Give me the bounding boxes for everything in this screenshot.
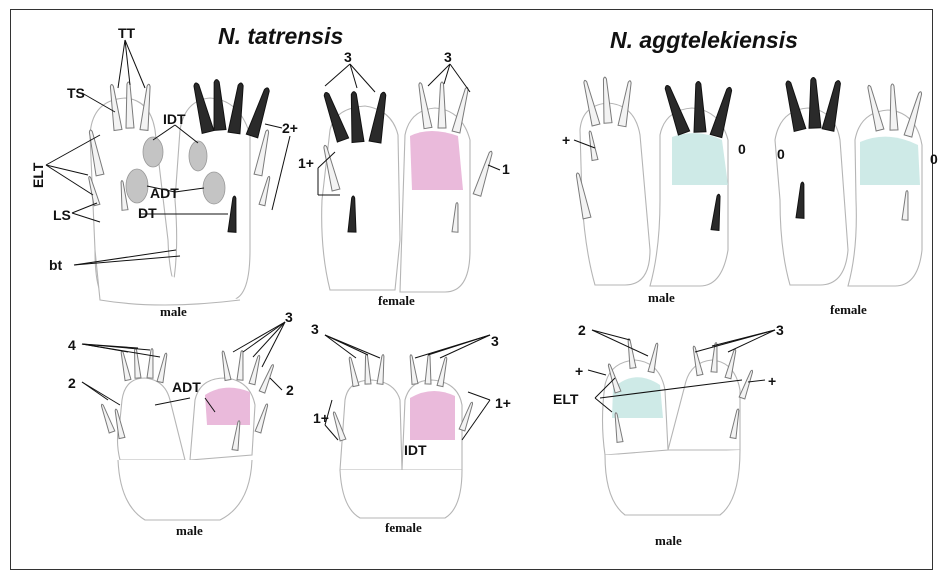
pink-highlight-female	[410, 131, 463, 190]
label-idt: IDT	[163, 111, 186, 127]
label-3-bottom-female-right: 3	[491, 333, 499, 349]
label-3-bottom-male: 3	[285, 309, 293, 325]
label-1plus-female: 1+	[298, 155, 314, 171]
label-0-agg-male: 0	[738, 141, 746, 157]
adt-area-right	[203, 172, 225, 204]
title-n-tatrensis: N. tatrensis	[218, 23, 343, 49]
label-2plus: 2+	[282, 120, 298, 136]
tatrensis-bottom-female-diagram: 3 3 1+ 1+ IDT female	[311, 321, 511, 535]
caption-agg-top-male: male	[648, 290, 675, 305]
label-4: 4	[68, 337, 76, 353]
label-adt: ADT	[150, 185, 179, 201]
label-0-agg-female-left: 0	[777, 146, 785, 162]
label-plus-agg-bottom-right: +	[768, 373, 776, 389]
tatrensis-top-male-diagram: TT TS IDT ADT DT LS bt 2+ ELT male	[30, 25, 298, 319]
label-0-agg-female-right: 0	[930, 151, 938, 167]
label-bt: bt	[49, 257, 63, 273]
caption-agg-top-female: female	[830, 302, 867, 317]
label-1plus-bottom-female-left: 1+	[313, 410, 329, 426]
adt-area-left	[126, 169, 148, 203]
label-dt: DT	[138, 205, 157, 221]
teal-highlight-agg-male	[672, 133, 728, 185]
label-idt-bottom: IDT	[404, 442, 427, 458]
tatrensis-top-female-diagram: 3 3 1+ 1 female	[298, 49, 510, 308]
label-2-agg-bottom: 2	[578, 322, 586, 338]
aggtelekiensis-top-female-diagram: 0 0 female	[775, 77, 938, 317]
pink-highlight-bottom-male	[205, 388, 250, 425]
label-1plus-bottom-female-right: 1+	[495, 395, 511, 411]
label-plus-agg-male: +	[562, 132, 570, 148]
pink-highlight-bottom-female	[410, 391, 455, 440]
label-plus-agg-bottom-left: +	[575, 363, 583, 379]
label-3-female-right: 3	[444, 49, 452, 65]
label-elt-agg-bottom: ELT	[553, 391, 579, 407]
label-ls: LS	[53, 207, 71, 223]
caption-agg-bottom-male: male	[655, 533, 682, 548]
label-2-bottom-male-right: 2	[286, 382, 294, 398]
label-3-agg-bottom: 3	[776, 322, 784, 338]
caption-tatrensis-bottom-female: female	[385, 520, 422, 535]
teal-highlight-agg-female	[860, 137, 920, 185]
idt-area-right	[189, 141, 207, 171]
title-n-aggtelekiensis: N. aggtelekiensis	[610, 27, 798, 53]
caption-tatrensis-bottom-male: male	[176, 523, 203, 538]
label-3-bottom-female-left: 3	[311, 321, 319, 337]
aggtelekiensis-bottom-male-diagram: 2 3 + ELT + male	[553, 322, 784, 548]
label-2-bottom-male-left: 2	[68, 375, 76, 391]
caption-tatrensis-top-female: female	[378, 293, 415, 308]
teal-highlight-agg-bottom-male	[612, 377, 663, 418]
label-ts: TS	[67, 85, 85, 101]
idt-area-left	[143, 137, 163, 167]
label-tt: TT	[118, 25, 136, 41]
aggtelekiensis-top-male-diagram: + 0 male	[562, 77, 746, 305]
caption-tatrensis-top-male: male	[160, 304, 187, 319]
label-elt-vertical: ELT	[30, 162, 46, 188]
label-3-female-left: 3	[344, 49, 352, 65]
tatrensis-bottom-male-diagram: 4 2 ADT 3 2 male	[68, 309, 294, 538]
label-adt-bottom: ADT	[172, 379, 201, 395]
label-1-female: 1	[502, 161, 510, 177]
